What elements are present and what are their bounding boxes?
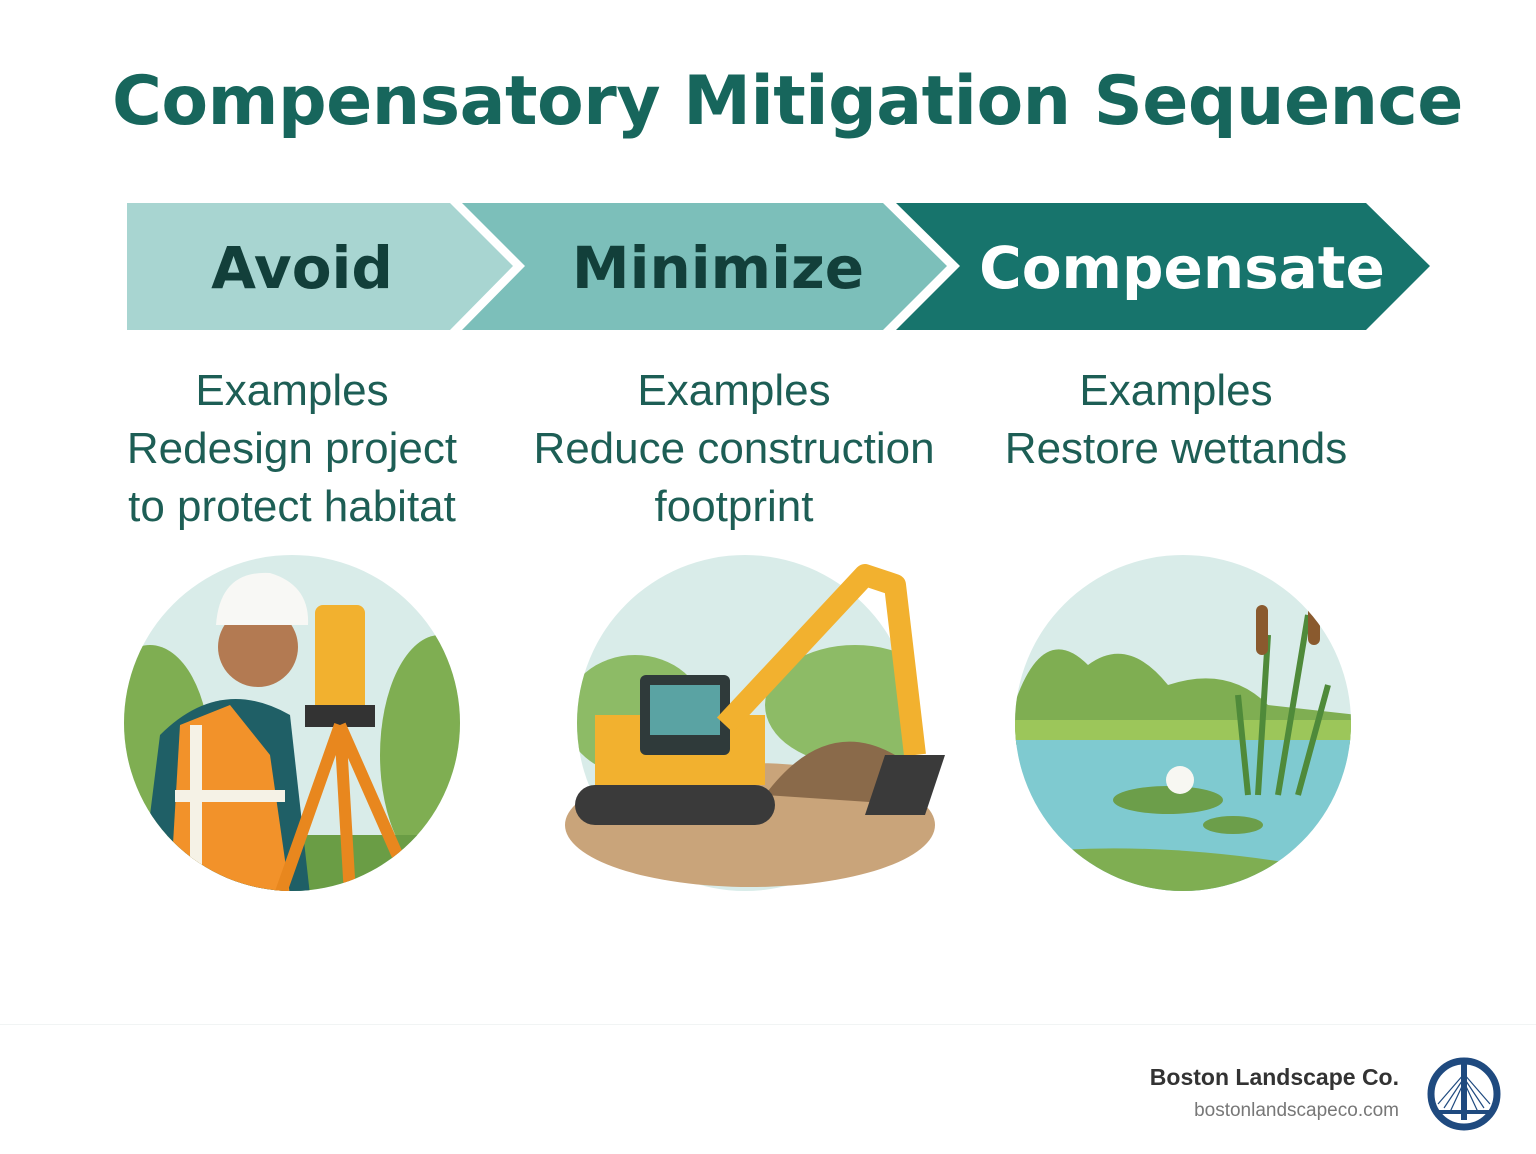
surveyor-illustration <box>124 555 460 891</box>
step-compensate-chevron <box>896 203 1430 330</box>
step-avoid-label: Avoid <box>211 234 393 302</box>
step-minimize-chevron <box>462 203 947 330</box>
example-line: to protect habitat <box>128 482 456 531</box>
company-name: Boston Landscape Co. <box>1149 1064 1399 1090</box>
example-line: Restore wettands <box>1004 424 1348 473</box>
process-flow: Avoid Minimize Compensate <box>127 203 1430 330</box>
step-compensate-label: Compensate <box>979 234 1385 302</box>
avoid-examples: Examples Redesign project to protect hab… <box>82 362 502 536</box>
examples-heading: Examples <box>637 366 831 415</box>
excavator-illustration <box>565 555 945 891</box>
example-line: footprint <box>654 482 814 531</box>
minimize-examples: Examples Reduce construction footprint <box>524 362 944 536</box>
bridge-logo-icon <box>1427 1057 1501 1131</box>
page-title: Compensatory Mitigation Sequence <box>112 62 1463 141</box>
footer-divider <box>0 1024 1536 1025</box>
wetland-illustration <box>1015 555 1351 891</box>
examples-heading: Examples <box>1079 366 1273 415</box>
brand-block: Boston Landscape Co. bostonlandscapeco.c… <box>1150 1064 1399 1122</box>
example-line: Redesign project <box>126 424 458 473</box>
company-url[interactable]: bostonlandscapeco.com <box>1194 1100 1399 1121</box>
compensate-examples: Examples Restore wettands <box>966 362 1386 478</box>
step-minimize-label: Minimize <box>572 234 864 302</box>
examples-heading: Examples <box>195 366 389 415</box>
step-avoid-chevron <box>127 203 513 330</box>
example-line: Reduce construction <box>533 424 935 473</box>
